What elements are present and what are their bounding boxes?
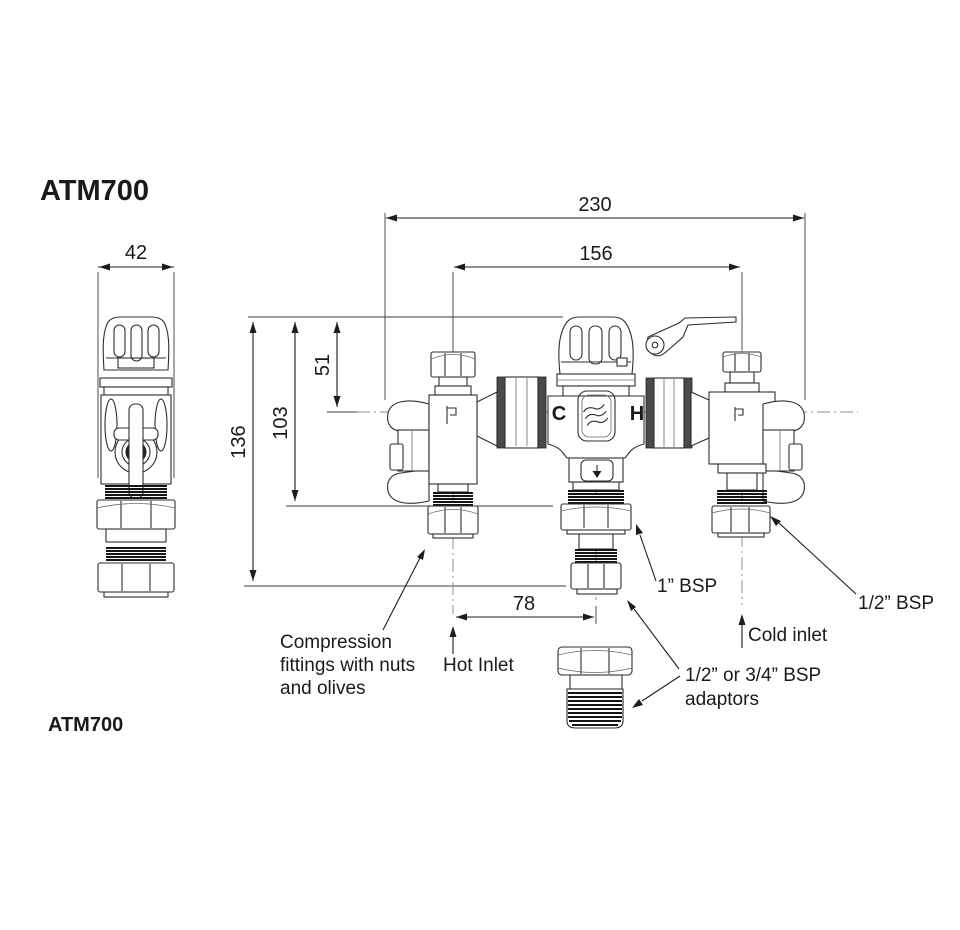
cold-isolating-valve (645, 351, 805, 538)
page-title: ATM700 (40, 175, 149, 207)
hot-bonnet (430, 351, 476, 378)
text-labels: ATM700 ATM700 C H Compression fittings w… (40, 175, 934, 736)
leader-cold-bsp (770, 516, 857, 595)
cold-union-nut (653, 377, 685, 449)
main-view-assembly (387, 316, 805, 595)
side-nut-lower (97, 562, 175, 593)
hot-isolating-valve (387, 351, 547, 539)
cold-inlet-label: Cold inlet (748, 625, 828, 646)
flow-arrow-plate (580, 459, 614, 482)
flow-arrow-icon (592, 471, 602, 478)
dim-156: 156 (579, 243, 612, 265)
dim-230: 230 (578, 194, 611, 216)
footer-model-label: ATM700 (48, 714, 123, 736)
side-spindle (128, 403, 144, 499)
hot-body (428, 394, 478, 485)
outlet-threads-lower (575, 549, 617, 563)
adaptor-label-line1: 1/2” or 3/4” BSP (685, 665, 821, 686)
dim-103: 103 (270, 406, 292, 439)
leader-hot-inlet (449, 626, 457, 654)
outlet-bsp-label: 1” BSP (657, 576, 717, 597)
wave-symbol (583, 404, 609, 426)
compression-label-line1: Compression (280, 632, 392, 653)
leader-compression (382, 549, 425, 631)
mixing-body (547, 395, 645, 459)
dim-136: 136 (228, 425, 250, 458)
cold-union-cone (690, 391, 710, 447)
knob-lock-tab (616, 357, 628, 367)
cold-spindle-mark (734, 407, 744, 421)
cold-butterfly-handle (762, 400, 805, 504)
brand-plate (577, 390, 616, 442)
cold-bsp-label: 1/2” BSP (858, 593, 934, 614)
cold-inlet-threads (717, 490, 767, 504)
adaptor-label-line2: adaptors (685, 689, 759, 710)
hot-port-mark: H (630, 403, 644, 425)
outlet-nut-1bsp (560, 503, 632, 531)
side-threads-lower (106, 547, 166, 561)
hot-union-cone (476, 391, 498, 447)
compression-label-line3: and olives (280, 678, 366, 699)
leader-cold-inlet (738, 614, 746, 648)
leader-outlet-bsp (636, 524, 657, 582)
cold-port-mark: C (552, 403, 566, 425)
dimension-annotations: 42 230 156 51 103 136 78 (98, 194, 857, 708)
side-threads-upper (105, 485, 167, 499)
leader-adaptor-upper (627, 600, 680, 670)
hot-compression-nut (427, 505, 479, 535)
compression-label-line2: fittings with nuts (280, 655, 415, 676)
bsp-adaptor-detail (557, 646, 633, 729)
dim-42: 42 (125, 242, 147, 264)
dim-78: 78 (513, 593, 535, 615)
outlet-adaptor-nut (570, 562, 622, 590)
hot-inlet-label: Hot Inlet (443, 655, 514, 676)
outlet-threads-upper (568, 490, 624, 504)
cold-compression-nut (711, 505, 771, 534)
adaptor-hex-nut (557, 646, 633, 676)
hot-union-nut (504, 376, 539, 449)
hot-inlet-threads (433, 492, 473, 506)
dim-51: 51 (312, 354, 334, 376)
side-view-valve (96, 316, 176, 598)
hot-butterfly-handle (387, 400, 430, 504)
leader-adaptor-lower (632, 675, 681, 708)
side-nut-upper (96, 499, 176, 530)
hot-spindle-mark (446, 406, 457, 424)
mixing-valve (547, 316, 737, 595)
